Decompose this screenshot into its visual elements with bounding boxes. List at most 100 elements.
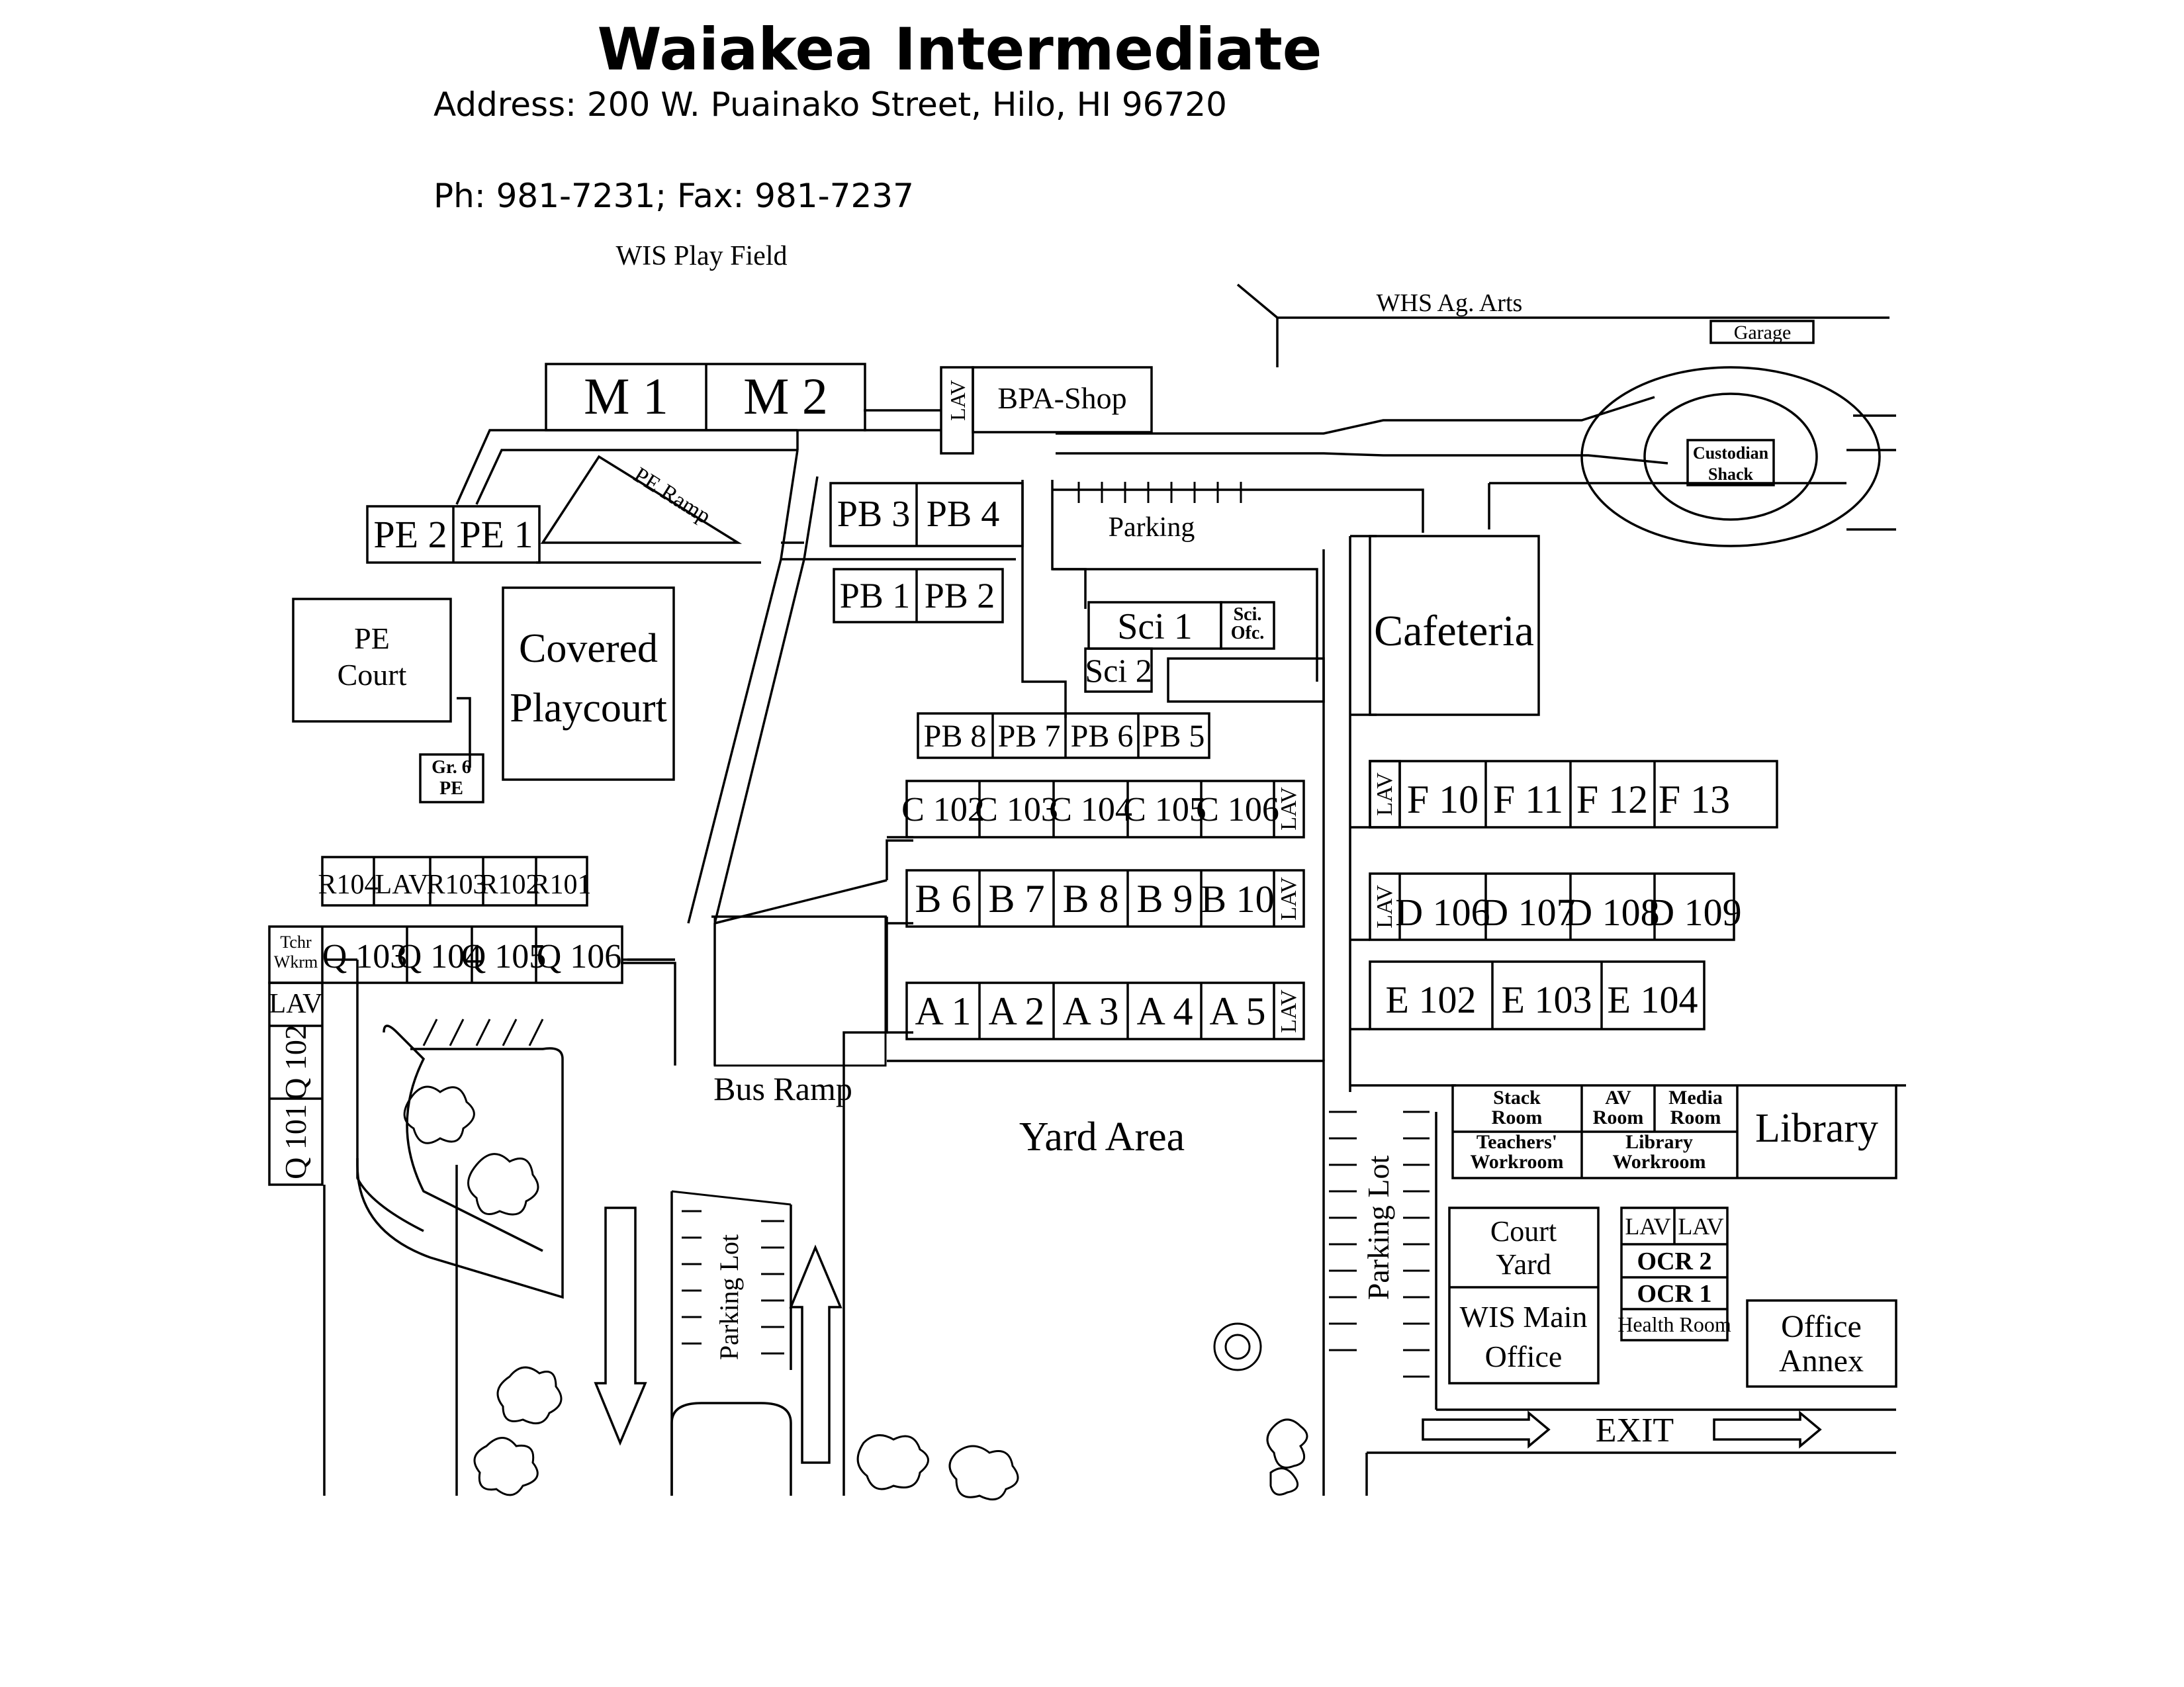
label-r101: R101 <box>531 870 591 900</box>
label-r104: R104 <box>318 870 378 900</box>
label-garage: Garage <box>1734 322 1792 343</box>
label-gr6-2: PE <box>439 778 463 799</box>
label-lav-ocr-1: LAV <box>1625 1213 1670 1240</box>
label-custodian-2: Shack <box>1708 465 1753 484</box>
label-b7: B 7 <box>988 877 1044 921</box>
label-c104: C 104 <box>1049 791 1132 829</box>
tree-icons <box>403 1085 1308 1501</box>
label-tchr-1: Tchr <box>280 933 312 952</box>
labels: WIS Play Field WHS Ag. Arts Garage Custo… <box>269 241 1878 1449</box>
gr6-pe <box>419 753 484 803</box>
label-yard-area: Yard Area <box>1019 1115 1185 1160</box>
label-b10: B 10 <box>1201 878 1274 921</box>
address-text: Address: 200 W. Puainako Street, Hilo, H… <box>433 85 1227 124</box>
traffic-arrows <box>594 1207 1822 1464</box>
label-lw-2: Workroom <box>1612 1151 1706 1173</box>
sci-annex <box>1167 657 1325 703</box>
label-q103: Q 103 <box>322 938 408 976</box>
label-pb5: PB 5 <box>1142 719 1205 754</box>
e-row <box>1369 960 1706 1030</box>
label-media-1: Media <box>1668 1087 1723 1109</box>
label-exit: EXIT <box>1596 1412 1674 1449</box>
label-c105: C 105 <box>1123 791 1206 829</box>
label-f10: F 10 <box>1407 778 1479 821</box>
label-parking-lot-right: Parking Lot <box>1361 1156 1395 1300</box>
parking-stalls-right <box>1329 1111 1430 1378</box>
label-d109: D 109 <box>1647 891 1741 934</box>
parking-lot-lower <box>670 1190 792 1496</box>
q-row <box>268 925 623 984</box>
garage <box>1709 320 1815 344</box>
label-c102: C 102 <box>901 791 985 829</box>
label-c103: C 103 <box>975 791 1058 829</box>
c-row <box>905 780 1305 839</box>
pb34-building <box>829 482 1024 547</box>
label-e104: E 104 <box>1608 978 1698 1021</box>
label-a4: A 4 <box>1136 989 1193 1033</box>
label-lav-q: LAV <box>269 989 323 1019</box>
pe-ramp <box>540 455 743 544</box>
label-pb8: PB 8 <box>924 719 987 754</box>
label-pe-court-2: Court <box>338 658 407 692</box>
label-pb6: PB 6 <box>1071 719 1134 754</box>
label-lav-ocr-2: LAV <box>1678 1213 1723 1240</box>
roundabout-outer <box>1643 392 1818 521</box>
label-a3: A 3 <box>1062 989 1118 1033</box>
hatch-marks <box>422 1019 544 1046</box>
label-pe-ramp: PE Ramp <box>629 463 715 529</box>
label-covered-1: Covered <box>519 626 658 671</box>
pe-court <box>292 598 452 723</box>
bpa-shop <box>972 366 1153 433</box>
label-q101: Q 101 <box>279 1104 312 1179</box>
label-stack-2: Room <box>1492 1107 1543 1128</box>
label-sci-ofc-1: Sci. <box>1234 604 1262 625</box>
label-tw-1: Teachers' <box>1477 1131 1557 1153</box>
d-row <box>1369 872 1735 941</box>
phone-fax-text: Ph: 981-7231; Fax: 981-7237 <box>433 177 914 215</box>
label-sci-ofc-2: Ofc. <box>1231 623 1265 643</box>
label-pe2: PE 2 <box>373 513 447 556</box>
label-d106: D 106 <box>1395 891 1490 934</box>
label-ocr2: OCR 2 <box>1637 1248 1712 1275</box>
label-sci2: Sci 2 <box>1085 652 1152 689</box>
label-e103: E 103 <box>1502 978 1592 1021</box>
label-m2: M 2 <box>743 367 828 425</box>
label-pb3: PB 3 <box>837 494 911 535</box>
walkways <box>323 283 1906 1496</box>
label-health-room: Health Room <box>1617 1312 1731 1336</box>
label-play-field: WIS Play Field <box>616 241 788 271</box>
label-parking: Parking <box>1109 512 1195 543</box>
q-column <box>268 981 324 1186</box>
label-a5: A 5 <box>1209 989 1265 1033</box>
inner-block <box>713 915 887 1067</box>
label-q105: Q 105 <box>461 938 547 976</box>
label-covered-2: Playcourt <box>510 686 667 731</box>
court-yard-office <box>1448 1207 1600 1385</box>
label-stack-1: Stack <box>1493 1087 1541 1109</box>
label-a2: A 2 <box>988 989 1044 1033</box>
label-media-2: Room <box>1670 1107 1721 1128</box>
label-main-office-1: WIS Main <box>1460 1300 1588 1334</box>
label-pb1: PB 1 <box>840 576 911 616</box>
label-lav-c: LAV <box>1277 787 1301 831</box>
sci-ofc <box>1220 601 1275 650</box>
page-title: Waiakea Intermediate <box>598 15 1322 83</box>
label-lav-a: LAV <box>1277 989 1301 1033</box>
label-c106: C 106 <box>1196 791 1279 829</box>
pb85-row <box>917 712 1210 759</box>
label-q104: Q 104 <box>397 938 482 976</box>
label-lav-r: LAV <box>375 870 429 900</box>
parking-stripes-top <box>1077 482 1242 503</box>
label-pb4: PB 4 <box>927 494 1000 535</box>
label-pe1: PE 1 <box>459 513 533 556</box>
label-custodian-1: Custodian <box>1693 443 1769 463</box>
r-row <box>321 856 588 907</box>
label-b6: B 6 <box>915 877 971 921</box>
label-ag-arts: WHS Ag. Arts <box>1377 289 1523 317</box>
custodian-shack <box>1686 439 1775 486</box>
label-main-office-2: Office <box>1485 1340 1563 1373</box>
b-row <box>905 869 1305 928</box>
label-q102: Q 102 <box>279 1025 312 1100</box>
label-b9: B 9 <box>1136 877 1193 921</box>
